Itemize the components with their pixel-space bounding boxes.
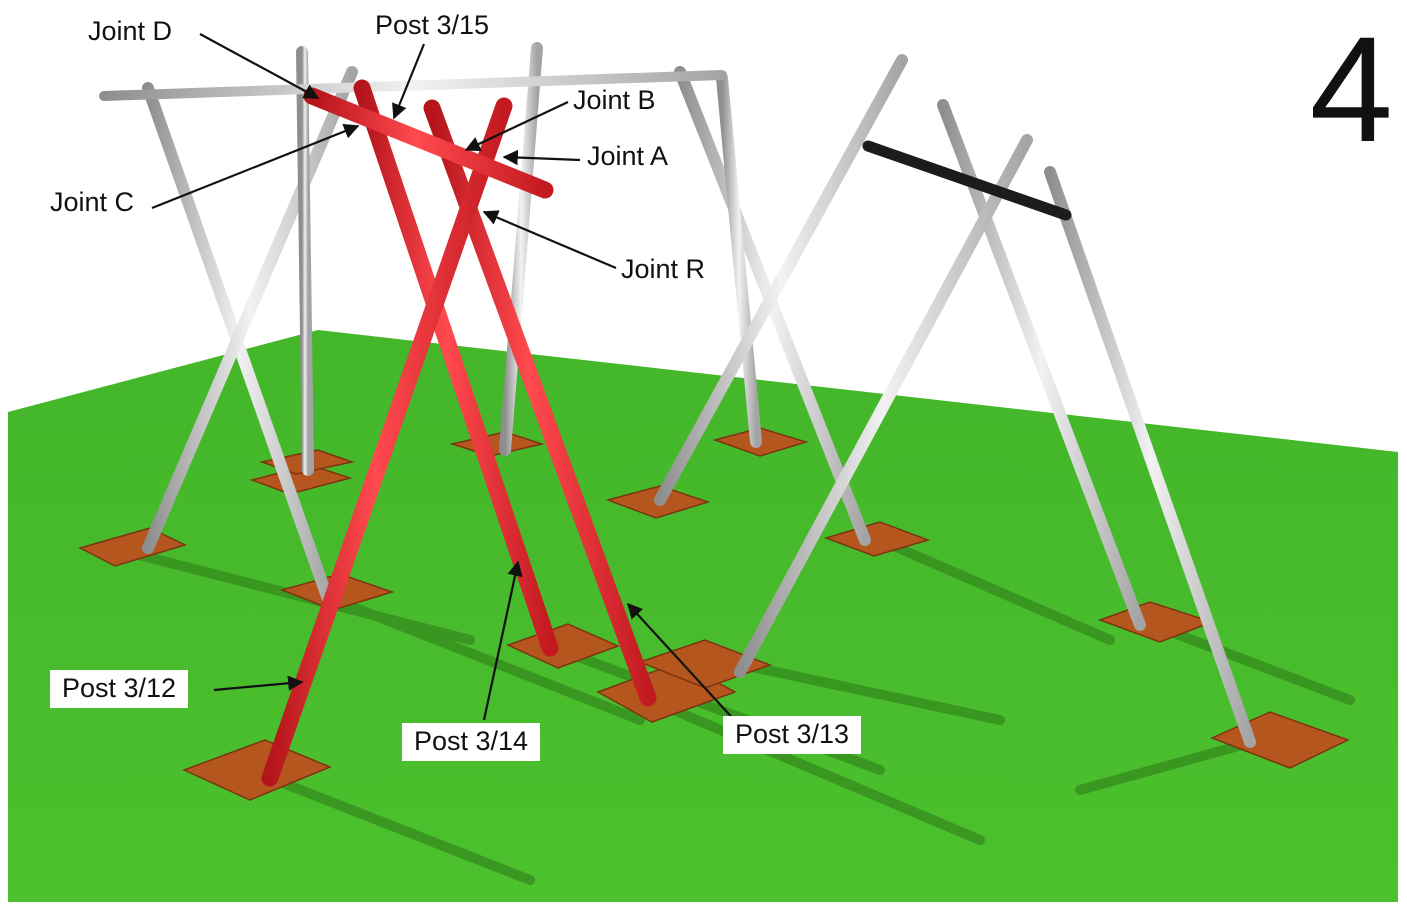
post-3-14-shape	[353, 79, 559, 657]
label-post-3-14: Post 3/14	[402, 723, 541, 761]
top-silver-bar	[99, 70, 727, 101]
label-joint-c: Joint C	[50, 187, 135, 217]
step-number: 4	[1309, 5, 1393, 173]
silver-posts	[142, 42, 1256, 748]
label-joint-a: Joint A	[587, 141, 669, 171]
red-posts	[261, 79, 657, 787]
label-post-3-15: Post 3/15	[375, 10, 490, 40]
post-3-12-shape	[261, 97, 513, 787]
label-joint-d: Joint D	[88, 16, 173, 46]
post-3-15-shape	[303, 87, 554, 199]
label-joint-b: Joint B	[573, 85, 656, 115]
ground-plane	[8, 330, 1398, 902]
label-post-3-12: Post 3/12	[50, 670, 189, 708]
label-joint-r: Joint R	[621, 254, 706, 284]
black-crossbar	[862, 140, 1072, 221]
leader-arrows	[151, 33, 739, 725]
label-post-3-13: Post 3/13	[723, 716, 862, 754]
